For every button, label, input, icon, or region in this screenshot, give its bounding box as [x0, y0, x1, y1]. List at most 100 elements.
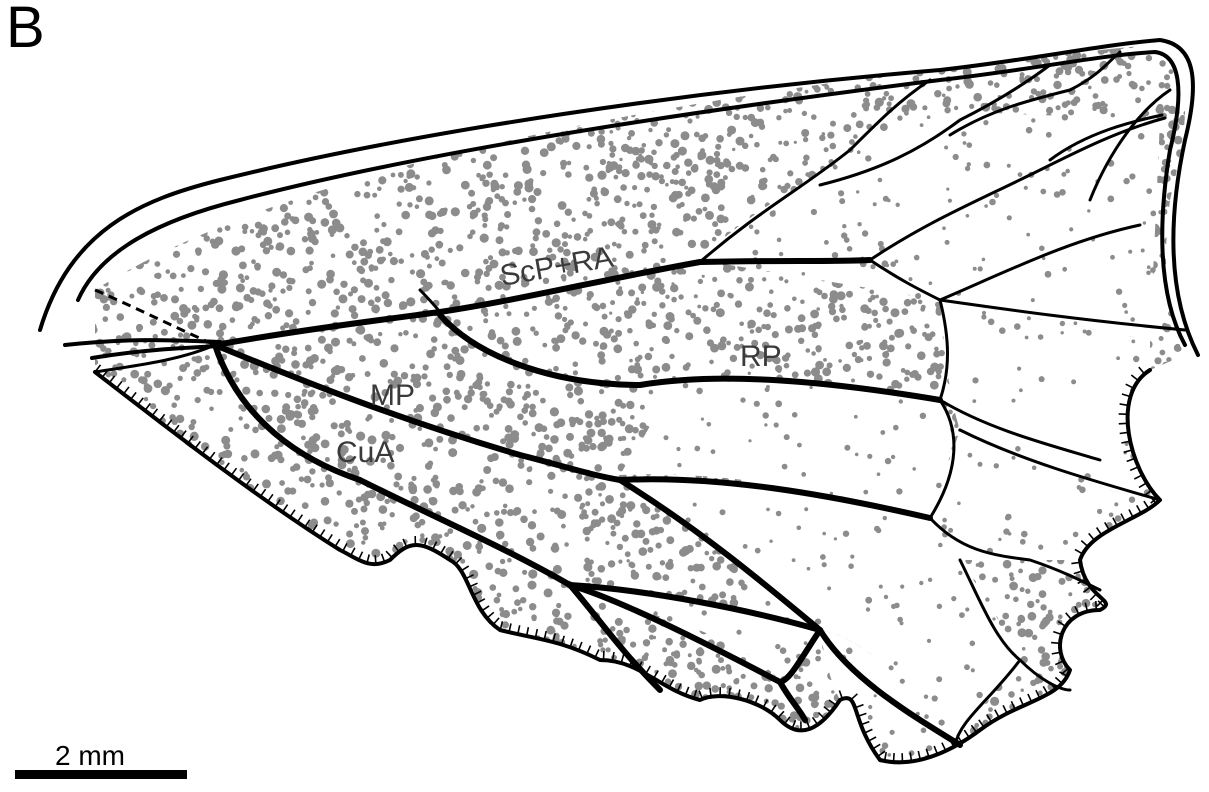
stipple-dot — [196, 139, 201, 144]
stipple-dot — [316, 189, 321, 194]
stipple-dot — [442, 669, 450, 677]
stipple-dot — [151, 293, 157, 299]
stipple-dot — [148, 499, 153, 504]
stipple-dot — [90, 218, 96, 224]
stipple-dot — [343, 386, 350, 393]
stipple-dot — [477, 723, 483, 729]
stipple-dot — [584, 436, 592, 444]
stipple-dot — [217, 564, 223, 570]
stipple-dot — [250, 161, 257, 168]
stipple-dot — [801, 129, 809, 137]
stipple-dot — [134, 446, 139, 451]
stipple-dot — [1040, 89, 1046, 95]
stipple-dot — [231, 612, 239, 620]
stipple-dot — [475, 667, 480, 672]
stipple-dot — [692, 735, 698, 741]
stipple-dot — [378, 332, 382, 336]
stipple-dot — [125, 508, 133, 516]
stipple-dot — [477, 375, 484, 382]
stipple-dot — [267, 717, 274, 724]
stipple-dot — [244, 423, 250, 429]
stipple-dot — [98, 195, 107, 204]
stipple-dot — [68, 221, 77, 230]
stipple-dot — [416, 114, 423, 121]
stipple-dot — [712, 98, 721, 107]
stipple-dot — [1164, 519, 1169, 524]
stipple-dot — [366, 116, 375, 125]
stipple-dot — [82, 331, 88, 337]
stipple-dot — [517, 384, 522, 389]
stipple-dot — [173, 251, 180, 258]
stipple-dot — [218, 540, 227, 549]
stipple-dot — [159, 585, 167, 593]
stipple-dot — [155, 441, 162, 448]
stipple-dot — [461, 269, 470, 278]
stipple-dot — [152, 759, 158, 765]
stipple-dot — [434, 749, 443, 758]
stipple-dot — [115, 637, 122, 644]
stipple-dot — [811, 56, 819, 64]
stipple-dot — [94, 39, 101, 46]
stipple-dot — [534, 44, 541, 51]
stipple-dot — [312, 741, 320, 749]
stipple-dot — [134, 660, 139, 665]
stipple-dot — [712, 237, 717, 242]
stipple-dot — [1153, 552, 1158, 557]
stipple-dot — [385, 741, 392, 748]
stipple-dot — [94, 421, 103, 430]
stipple-dot — [1168, 560, 1177, 569]
stipple-dot — [197, 80, 202, 85]
stipple-dot — [371, 629, 378, 636]
stipple-dot — [181, 273, 186, 278]
stipple-dot — [223, 626, 229, 632]
stipple-dot — [640, 405, 645, 410]
stipple-dot — [922, 105, 927, 110]
stipple-dot — [293, 318, 300, 325]
stipple-dot — [373, 338, 381, 346]
stipple-dot — [405, 120, 413, 128]
stipple-dot — [298, 759, 305, 766]
stipple-dot — [176, 647, 180, 651]
stipple-dot — [543, 765, 548, 770]
stipple-dot — [385, 499, 390, 504]
stipple-dot — [1107, 641, 1114, 648]
stipple-dot — [207, 606, 211, 610]
stipple-dot — [173, 115, 180, 122]
stipple-dot — [311, 128, 320, 137]
stipple-dot — [395, 663, 401, 669]
stipple-dot — [86, 571, 94, 579]
stipple-dot — [1152, 377, 1158, 383]
stipple-dot — [76, 272, 81, 277]
stipple-dot — [568, 235, 572, 239]
stipple-dot — [374, 309, 379, 314]
stipple-dot — [1146, 431, 1152, 437]
stipple-dot — [86, 620, 94, 628]
stipple-dot — [505, 740, 512, 747]
stipple-dot — [1006, 43, 1014, 51]
stipple-dot — [215, 497, 221, 503]
stipple-dot — [226, 654, 235, 663]
stipple-dot — [409, 363, 415, 369]
stipple-dot — [295, 557, 303, 565]
stipple-dot — [164, 75, 170, 81]
stipple-dot — [507, 381, 515, 389]
stipple-dot — [73, 285, 79, 291]
stipple-dot — [1130, 581, 1137, 588]
stipple-dot — [306, 200, 311, 205]
stipple-dot — [744, 757, 753, 766]
stipple-dot — [407, 666, 413, 672]
stipple-dot — [1046, 699, 1055, 708]
stipple-dot — [632, 204, 636, 208]
stipple-dot — [425, 82, 434, 91]
stipple-dot — [309, 261, 314, 266]
stipple-dot — [494, 597, 501, 604]
stipple-dot — [892, 51, 898, 57]
stipple-dot — [98, 579, 106, 587]
stipple-dot — [193, 757, 202, 766]
stipple-dot — [979, 573, 986, 580]
stipple-dot — [138, 531, 146, 539]
stipple-dot — [104, 592, 108, 596]
stipple-dot — [117, 173, 124, 180]
stipple-dot — [480, 692, 488, 700]
stipple-dot — [420, 624, 428, 632]
